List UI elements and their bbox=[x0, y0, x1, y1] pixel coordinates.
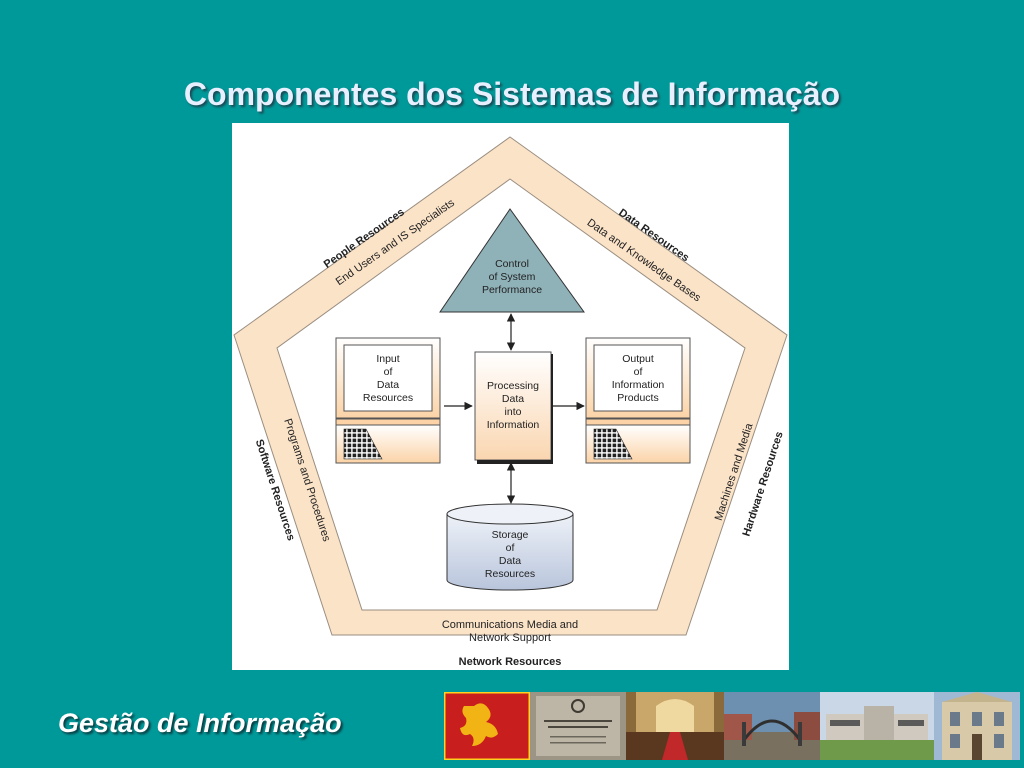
control-line2: of System bbox=[489, 271, 536, 283]
control-line1: Control bbox=[495, 258, 529, 270]
output-line2: of bbox=[634, 366, 643, 378]
storage-line1: Storage bbox=[492, 529, 529, 541]
pentagon-band bbox=[233, 136, 788, 636]
processing-line3: into bbox=[505, 406, 522, 418]
control-line3: Performance bbox=[482, 284, 542, 296]
footer-title: Gestão de Informação bbox=[58, 708, 342, 738]
processing-line4: Information bbox=[487, 419, 540, 431]
church-interior-photo bbox=[626, 692, 724, 760]
output-line4: Products bbox=[617, 392, 658, 404]
processing-line2: Data bbox=[502, 393, 524, 405]
input-computer bbox=[335, 337, 441, 464]
storage-line2: of bbox=[506, 542, 515, 554]
input-line3: Data bbox=[377, 379, 399, 391]
processing-line1: Processing bbox=[487, 380, 539, 392]
coat-of-arms-photo bbox=[444, 692, 530, 760]
storage-line4: Resources bbox=[485, 568, 535, 580]
network-support-line1: Communications Media and bbox=[442, 619, 578, 631]
processing-box bbox=[474, 351, 553, 464]
slide-title: Componentes dos Sistemas de Informação bbox=[183, 76, 841, 112]
output-computer bbox=[585, 337, 691, 464]
plaque-photo bbox=[530, 692, 626, 760]
is-components-diagram: People Resources End Users and IS Specia… bbox=[232, 123, 789, 670]
network-resources-label: Network Resources bbox=[459, 656, 562, 668]
output-line1: Output bbox=[622, 353, 654, 365]
photo-strip bbox=[444, 692, 1020, 760]
storage-cylinder bbox=[446, 503, 574, 591]
control-triangle bbox=[439, 208, 585, 313]
building-photo bbox=[820, 692, 934, 760]
input-line4: Resources bbox=[363, 392, 413, 404]
storage-line3: Data bbox=[499, 555, 521, 567]
input-line1: Input bbox=[376, 353, 399, 365]
network-support-line2: Network Support bbox=[469, 632, 551, 644]
output-line3: Information bbox=[612, 379, 665, 391]
gate-photo bbox=[724, 692, 820, 760]
facade-photo bbox=[934, 692, 1020, 760]
input-line2: of bbox=[384, 366, 393, 378]
